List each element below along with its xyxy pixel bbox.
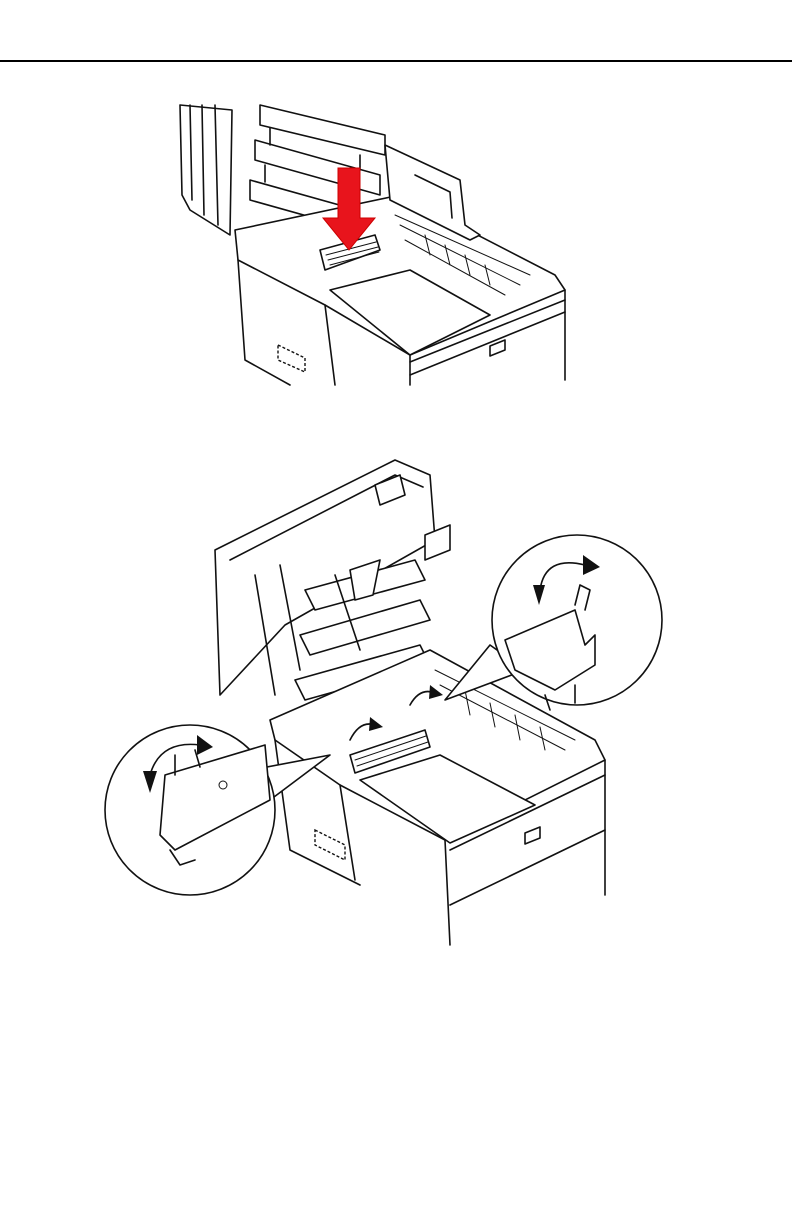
right-lever-rotate-arrow-icon [445,535,662,710]
figure-printer-lock-levers [105,455,675,950]
printer-icon [105,455,675,950]
printer-icon [160,100,580,385]
top-rule-line [0,60,792,62]
figure-printer-drum-insert [160,100,580,385]
